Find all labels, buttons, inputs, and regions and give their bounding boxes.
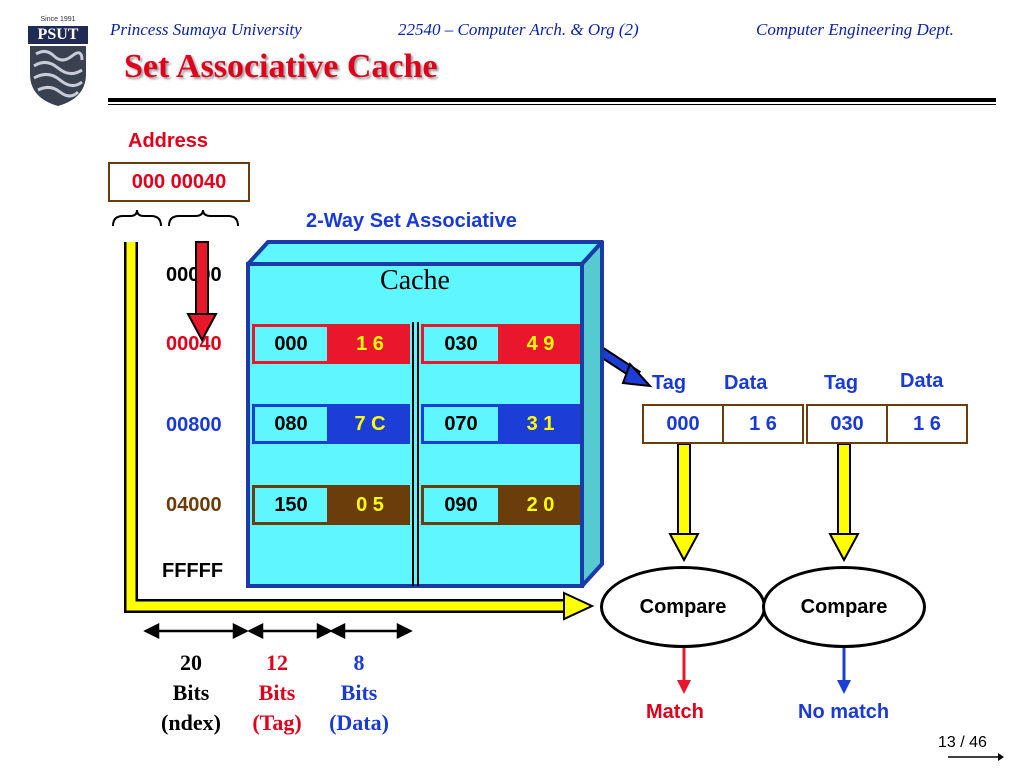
cache-row1-data1: 1 6	[330, 324, 410, 364]
set-label-00800: 00800	[166, 414, 222, 436]
header-university: Princess Sumaya University	[110, 20, 302, 39]
cache-row2-tag2: 070	[421, 404, 501, 444]
fetched-tag2: 030	[806, 404, 888, 444]
bits-tag-num: 12	[266, 650, 288, 675]
no-match-label: No match	[798, 701, 890, 723]
cache-heading: 2-Way Set Associative	[306, 210, 517, 232]
bits-data: 8 Bits (Data)	[318, 648, 400, 738]
cache-row2-data1: 7 C	[330, 404, 410, 444]
bits-tag: 12 Bits (Tag)	[244, 648, 310, 738]
cache-row3-tag1: 150	[252, 485, 330, 525]
header-dept: Computer Engineering Dept.	[756, 20, 954, 39]
bits-index: 20 Bits (ndex)	[146, 648, 236, 738]
bits-data-unit: Bits	[340, 680, 378, 705]
logo-shield-icon	[30, 46, 86, 106]
fetched-header-tag2: Tag	[824, 372, 859, 394]
fetched-header-data1: Data	[724, 372, 768, 394]
bits-index-num: 20	[180, 650, 202, 675]
logo-text: PSUT	[28, 26, 88, 44]
fetched-header-data2: Data	[900, 370, 944, 392]
compare-right: Compare	[762, 566, 926, 648]
compare-left: Compare	[600, 566, 766, 648]
bits-arrows	[143, 622, 413, 640]
set-label-04000: 04000	[166, 494, 222, 516]
page-title: Set Associative Cache	[124, 48, 438, 85]
way-divider	[412, 322, 414, 586]
fetched-tag1: 000	[642, 404, 724, 444]
match-label: Match	[646, 701, 704, 723]
cache-row3-data2: 2 0	[501, 485, 580, 525]
cache-row1-data2: 4 9	[501, 324, 580, 364]
page-number: 13 / 46	[938, 734, 987, 751]
logo-since-text: Since 1991	[40, 16, 76, 23]
header-course: 22540 – Computer Arch. & Org (2)	[398, 20, 639, 39]
address-label: Address	[128, 130, 209, 152]
cache-row2-tag1: 080	[252, 404, 330, 444]
address-box: 000 00040	[108, 162, 250, 202]
cache-row3-tag2: 090	[421, 485, 501, 525]
header-divider-thin	[108, 104, 996, 105]
index-brace-icon	[112, 209, 162, 227]
bits-data-num: 8	[353, 650, 365, 675]
fetched-data2: 1 6	[886, 404, 968, 444]
bits-index-desc: (ndex)	[161, 710, 221, 735]
set-label-fffff: FFFFF	[162, 560, 224, 582]
bits-index-unit: Bits	[172, 680, 210, 705]
data-brace-icon	[168, 209, 239, 227]
header-divider-thick	[108, 98, 996, 102]
bits-data-desc: (Data)	[329, 710, 389, 735]
index-arrow	[186, 241, 218, 343]
psut-logo: Since 1991 PSUT	[24, 16, 92, 106]
cache-row1-tag2: 030	[421, 324, 501, 364]
cache-row1-tag1: 000	[252, 324, 330, 364]
bits-tag-unit: Bits	[258, 680, 296, 705]
cache-label: Cache	[380, 265, 450, 296]
cache-row2-data2: 3 1	[501, 404, 580, 444]
set-label-00040: 00040	[166, 333, 222, 355]
fetched-data1: 1 6	[722, 404, 804, 444]
fetched-header-tag1: Tag	[652, 372, 687, 394]
cache-row3-data1: 0 5	[330, 485, 410, 525]
bits-tag-desc: (Tag)	[252, 710, 302, 735]
